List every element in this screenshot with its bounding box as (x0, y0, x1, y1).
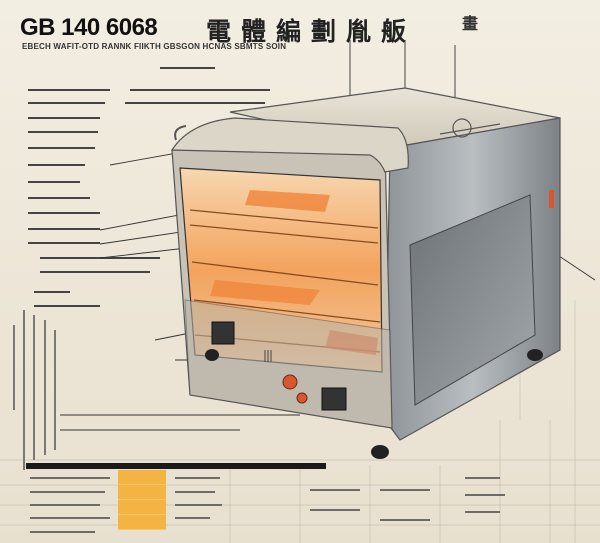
oven-knob-icon (282, 374, 298, 390)
title-mark: 畫 (462, 14, 479, 33)
title-code: GB 140 6068 (20, 14, 158, 41)
spec-table-highlight-column (118, 470, 166, 530)
oven-body (170, 87, 561, 459)
annotation-vertical-marks (13, 310, 56, 470)
oven-knob-icon (296, 392, 308, 404)
control-panel-left (211, 321, 235, 345)
spec-table (30, 477, 505, 533)
control-panel-right (321, 387, 347, 411)
title-cjk: 電體編劃胤舨 (206, 17, 417, 46)
subtitle: EBECH WAFIT-OTD RANNK FIIKTH GBSGON HCNA… (22, 42, 287, 51)
annotation-text-left (28, 67, 270, 307)
spec-table-header-bar (26, 463, 326, 469)
